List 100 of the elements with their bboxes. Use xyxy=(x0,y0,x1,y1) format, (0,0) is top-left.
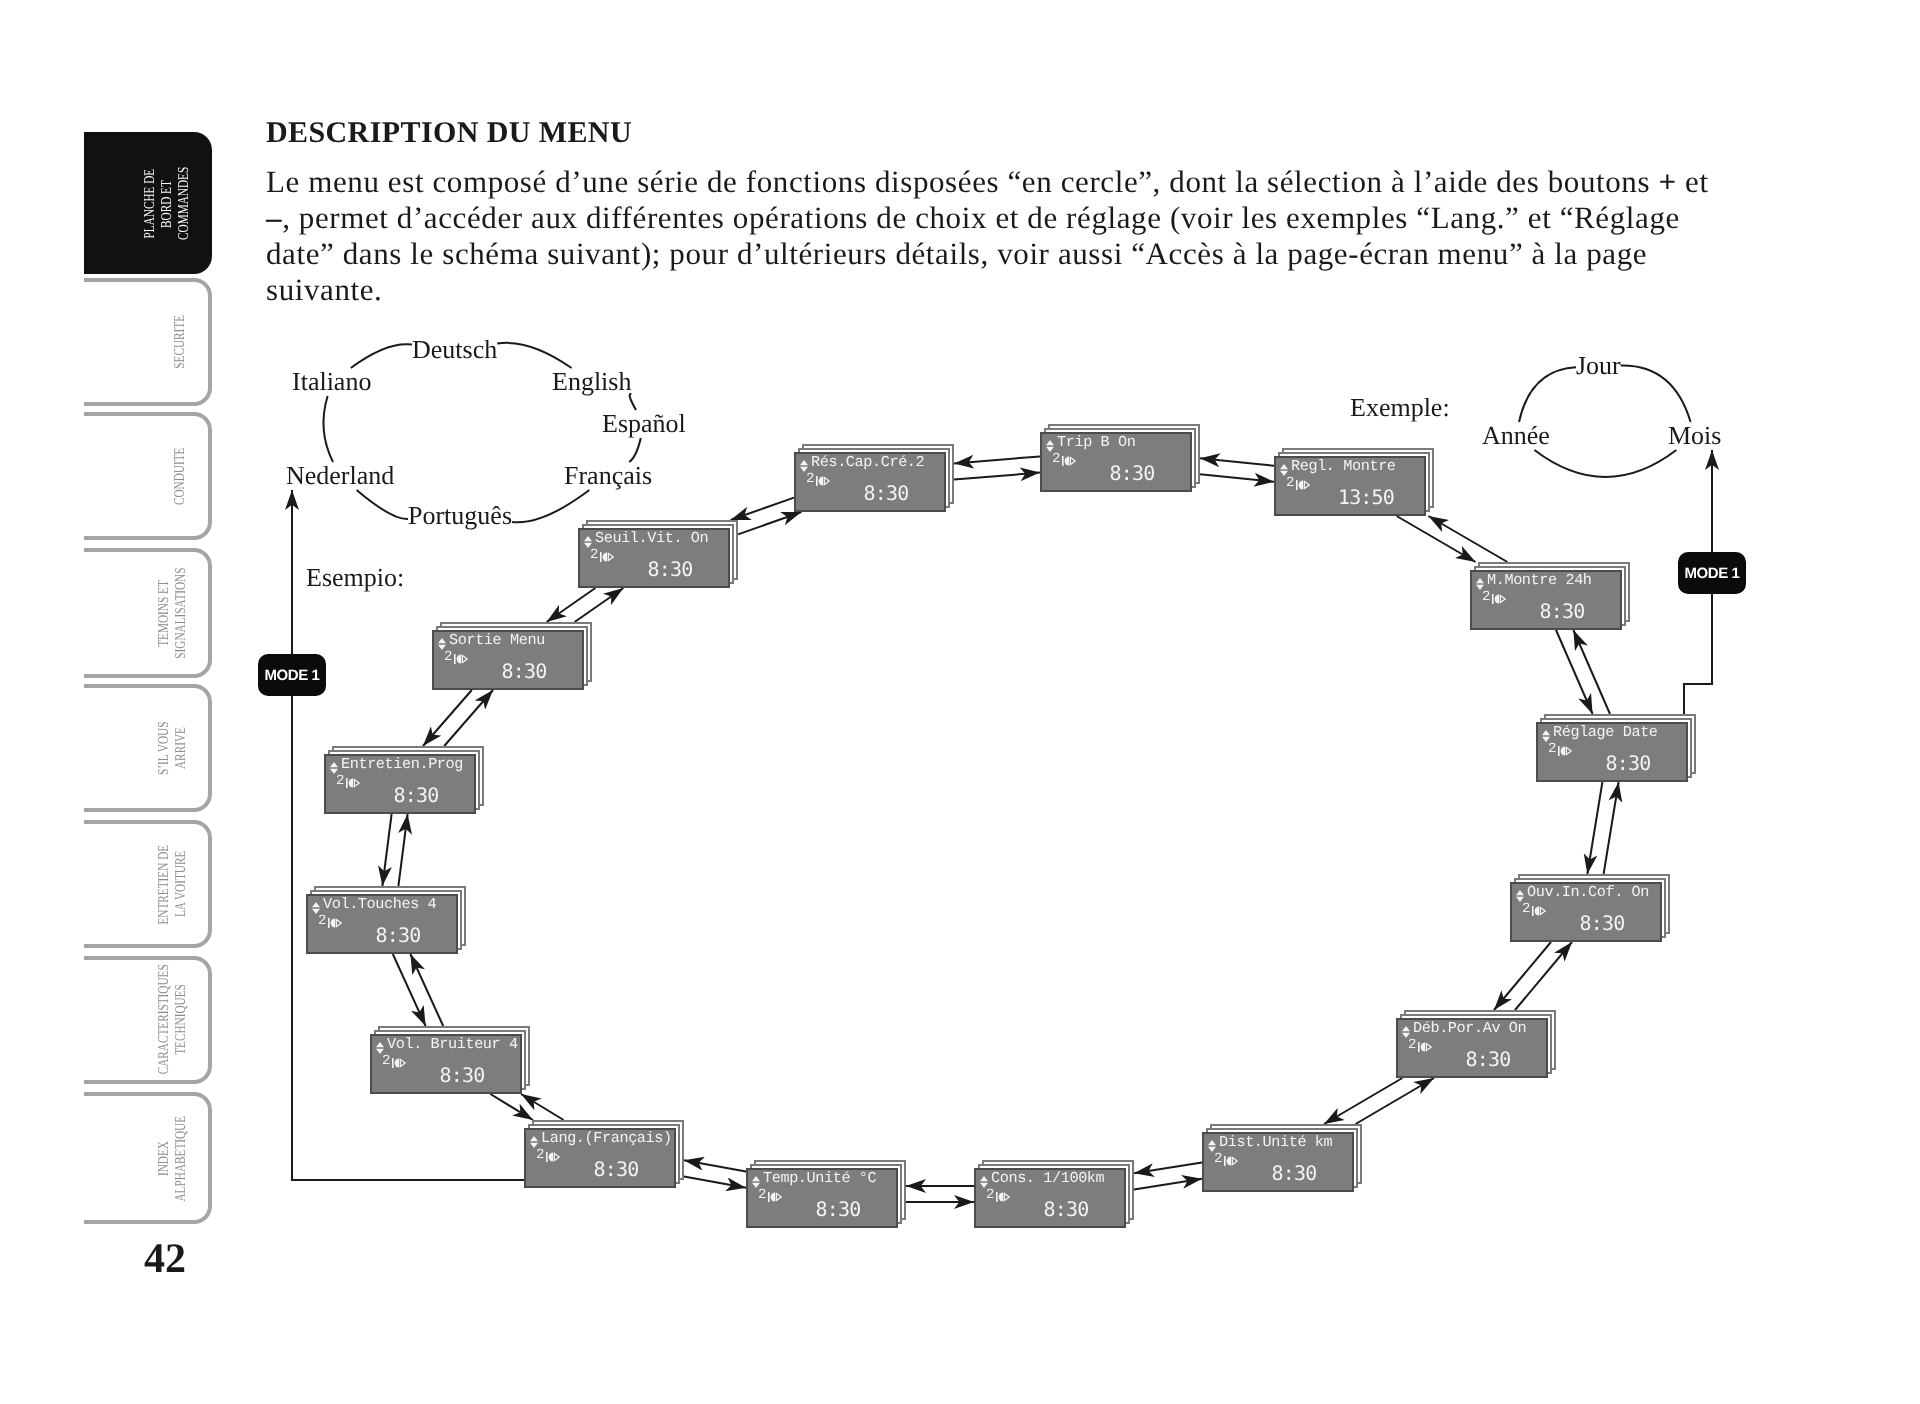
lcd-display xyxy=(1396,1010,1556,1078)
arrow xyxy=(422,689,473,747)
lcd-display xyxy=(324,746,484,814)
section-title: DESCRIPTION DU MENU xyxy=(266,116,632,152)
arrow xyxy=(1427,515,1509,563)
lcd-display xyxy=(432,622,592,690)
arrow xyxy=(1199,453,1275,468)
clock-time: 8:30 xyxy=(593,1162,639,1182)
lcd-display xyxy=(1510,874,1670,942)
side-tab xyxy=(84,412,212,540)
side-tab xyxy=(84,820,212,948)
clock-time: 8:30 xyxy=(815,1202,861,1222)
lcd-display xyxy=(1202,1124,1362,1192)
arrow xyxy=(905,1179,975,1193)
arrow xyxy=(409,953,445,1027)
lcd-display xyxy=(1274,448,1434,516)
description-text: Le menu est composé d’une série de fonctions disposées “en cercle”, dont la sélection à l’aide des boutons + et –, permet d’accéder aux différentes opérations de choix et de réglage (voir les exemples “Lang.” et “Réglage date” dans le schéma suivant); pour d’ultérieurs détails, voir aussi “Accès à la page-écran menu” à la page suivante. xyxy=(266,166,1711,310)
arrow xyxy=(1199,472,1275,487)
arrow xyxy=(1555,629,1594,715)
language-name: Italiano xyxy=(292,368,372,396)
lcd-display xyxy=(746,1160,906,1228)
clock-time: 8:30 xyxy=(501,664,547,684)
side-tab xyxy=(84,548,212,678)
connector-line xyxy=(291,695,525,1181)
clock-time: 8:30 xyxy=(1539,604,1585,624)
arrow xyxy=(285,489,299,655)
arrow xyxy=(397,813,412,887)
arrow xyxy=(683,1156,747,1173)
lcd-display xyxy=(578,520,738,588)
clock-time: 8:30 xyxy=(439,1068,485,1088)
arrow xyxy=(1323,1077,1404,1125)
language-name: Deutsch xyxy=(412,336,498,364)
date-part-label: Jour xyxy=(1576,352,1621,380)
clock-time: 13:50 xyxy=(1337,490,1395,510)
clock-time: 8:30 xyxy=(1465,1052,1511,1072)
connector-line xyxy=(1619,364,1692,423)
lcd-display xyxy=(1536,714,1696,782)
clock-time: 8:30 xyxy=(1271,1166,1317,1186)
connector-line xyxy=(628,393,637,411)
arrow xyxy=(729,496,795,521)
connector-line xyxy=(355,489,409,520)
clock-time: 8:30 xyxy=(1579,916,1625,936)
connector-line xyxy=(1533,449,1678,478)
side-tab xyxy=(84,278,212,406)
arrow xyxy=(1572,629,1611,715)
language-name: Nederland xyxy=(286,462,395,490)
language-name: English xyxy=(552,368,632,396)
arrow xyxy=(378,813,393,887)
example-label: Esempio: xyxy=(306,562,405,592)
arrow xyxy=(520,1093,565,1121)
lcd-display xyxy=(1040,424,1200,492)
side-tab xyxy=(84,132,212,274)
arrow xyxy=(737,511,803,536)
connector-line xyxy=(496,341,573,369)
clock-time: 8:30 xyxy=(375,928,421,948)
arrow xyxy=(1705,449,1719,553)
connector-line xyxy=(322,395,334,463)
arrow xyxy=(1354,1077,1435,1125)
arrow xyxy=(545,587,597,623)
arrow xyxy=(1395,515,1477,563)
connector-line xyxy=(1683,593,1713,715)
arrow xyxy=(905,1195,975,1209)
arrow xyxy=(443,689,494,747)
side-tab xyxy=(84,684,212,812)
clock-time: 8:30 xyxy=(647,562,693,582)
lcd-display xyxy=(1470,562,1630,630)
arrow xyxy=(1133,1174,1203,1191)
date-part-label: Mois xyxy=(1668,422,1722,450)
lcd-display xyxy=(974,1160,1134,1228)
lcd-display xyxy=(306,886,466,954)
page-number: 42 xyxy=(144,1236,186,1280)
language-name: Español xyxy=(602,410,686,438)
connector-line xyxy=(349,343,413,369)
language-name: Français xyxy=(564,462,653,490)
arrow xyxy=(489,1093,534,1121)
language-name: Português xyxy=(408,502,512,530)
lcd-display xyxy=(794,444,954,512)
arrow xyxy=(1133,1161,1203,1178)
arrow xyxy=(1493,941,1552,1011)
clock-time: 8:30 xyxy=(1109,466,1155,486)
side-tab xyxy=(84,956,212,1084)
clock-time: 8:30 xyxy=(1043,1202,1089,1222)
clock-time: 8:30 xyxy=(1605,756,1651,776)
connector-line xyxy=(1518,366,1577,423)
side-tab xyxy=(84,1092,212,1224)
arrow xyxy=(391,953,427,1027)
clock-time: 8:30 xyxy=(393,788,439,808)
lcd-display xyxy=(524,1120,684,1188)
date-part-label: Année xyxy=(1482,422,1550,450)
arrow xyxy=(683,1175,747,1192)
arrow xyxy=(1602,781,1623,875)
arrow xyxy=(1583,781,1604,875)
clock-time: 8:30 xyxy=(863,486,909,506)
example-label: Exemple: xyxy=(1350,392,1450,422)
arrow xyxy=(953,454,1041,469)
connector-line xyxy=(628,437,642,463)
lcd-display xyxy=(370,1026,530,1094)
arrow xyxy=(573,587,625,623)
connector-line xyxy=(511,489,591,524)
arrow xyxy=(953,467,1041,482)
